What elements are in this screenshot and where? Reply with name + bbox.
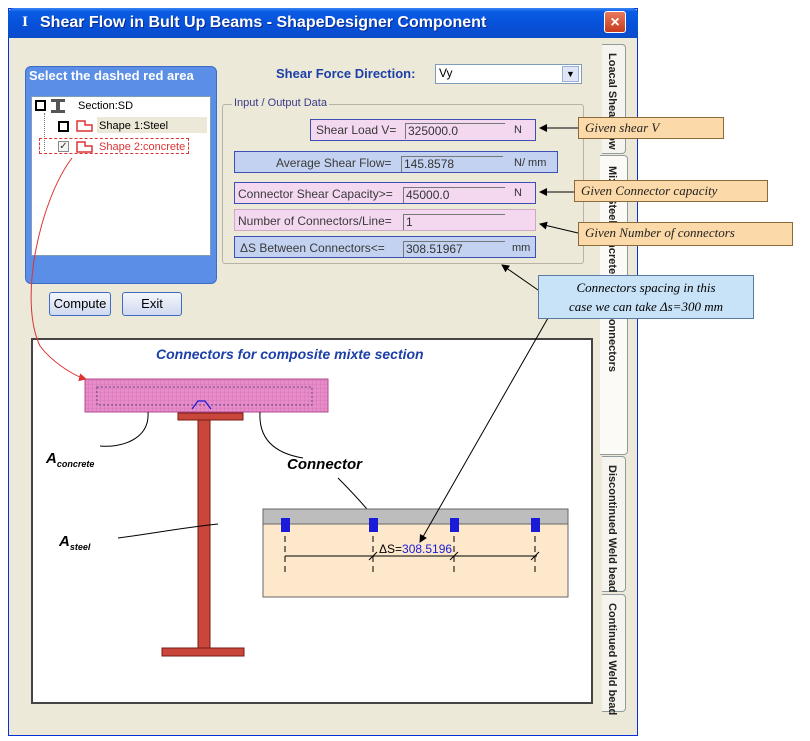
average-shear-flow-unit: N/ mm xyxy=(514,157,547,169)
delta-s-output: 308.51967 xyxy=(403,241,505,257)
tree-root-label: Section:SD xyxy=(78,100,134,112)
a-steel-label: Asteel xyxy=(59,533,91,552)
shear-direction-select[interactable] xyxy=(435,64,582,84)
delta-s-label: ΔS Between Connectors<= xyxy=(240,241,385,255)
delta-s-unit: mm xyxy=(512,242,531,254)
shape-icon xyxy=(76,141,93,153)
shear-load-unit: N xyxy=(514,124,522,136)
average-shear-flow-output: 145.8578 xyxy=(401,156,503,172)
compute-button[interactable]: Compute xyxy=(49,292,111,316)
tree-item-highlight xyxy=(97,117,207,133)
a-concrete-label: Aconcrete xyxy=(46,450,95,469)
average-shear-flow-label: Average Shear Flow= xyxy=(276,156,392,170)
connector-capacity-input[interactable]: 45000.0 xyxy=(403,187,505,203)
select-panel-title: Select the dashed red area xyxy=(29,68,194,83)
connector-stud xyxy=(281,518,290,532)
root-checkbox[interactable] xyxy=(35,100,46,111)
tree-connector-line xyxy=(44,113,46,151)
section-icon xyxy=(51,99,65,113)
connector-icon-slab xyxy=(191,400,212,410)
io-group-legend: Input / Output Data xyxy=(232,97,329,109)
connector-stud xyxy=(369,518,378,532)
note-spacing-line1: Connectors spacing in this xyxy=(576,280,716,295)
concrete-selected-outline xyxy=(96,386,313,406)
shear-direction-label: Shear Force Direction: xyxy=(276,66,416,81)
tree-item-shape1[interactable]: Shape 1:Steel xyxy=(99,120,169,132)
tab-continued-weld-bead[interactable]: Continued Weld bead xyxy=(602,594,626,716)
shear-direction-value: Vy xyxy=(439,66,453,80)
app-icon: I xyxy=(22,14,28,30)
shape1-checkbox[interactable] xyxy=(58,121,69,132)
delta-s-drawing-label: ΔS=308.5196 xyxy=(379,542,453,556)
close-icon: × xyxy=(610,14,620,31)
connector-stud xyxy=(531,518,540,532)
connector-stud xyxy=(450,518,459,532)
drawing-title: Connectors for composite mixte section xyxy=(156,346,424,362)
connector-capacity-unit: N xyxy=(514,187,522,199)
steel-top-flange xyxy=(177,412,244,421)
note-spacing-line2: case we can take Δs=300 mm xyxy=(569,299,723,314)
tab-discontinued-weld-bead-label: Discontinued Weld bead xyxy=(606,465,618,593)
chevron-down-icon[interactable]: ▼ xyxy=(562,66,579,82)
note-connector-spacing: Connectors spacing in this case we can t… xyxy=(538,275,754,319)
tab-discontinued-weld-bead[interactable]: Discontinued Weld bead xyxy=(602,456,626,593)
steel-web xyxy=(197,419,211,649)
connector-label: Connector xyxy=(287,456,362,473)
shear-load-row xyxy=(310,119,536,141)
tab-continued-weld-bead-label: Continued Weld bead xyxy=(606,603,618,716)
note-given-capacity: Given Connector capacity xyxy=(574,180,768,202)
tree-item-shape2[interactable]: Shape 2:concrete xyxy=(99,141,186,153)
steel-bottom-flange xyxy=(161,647,245,657)
shape2-checkbox[interactable]: ✓ xyxy=(58,141,69,152)
note-given-number: Given Number of connectors xyxy=(578,222,793,246)
connectors-per-line-label: Number of Connectors/Line= xyxy=(238,214,392,228)
note-given-shear: Given shear V xyxy=(578,117,724,139)
concrete-slab xyxy=(84,378,329,413)
window-title: Shear Flow in Bult Up Beams - ShapeDesig… xyxy=(40,14,487,31)
shape-icon xyxy=(76,120,93,132)
selection-indicator-curve xyxy=(30,157,87,382)
shear-load-input[interactable]: 325000.0 xyxy=(405,123,505,139)
close-button[interactable]: × xyxy=(604,11,626,33)
tab-mixte-shear-connectors-label: Mixte Steel Concrete Shear Connectors xyxy=(606,166,618,373)
exit-button[interactable]: Exit xyxy=(122,292,182,316)
tree-item-selected-frame xyxy=(39,138,189,154)
title-bar[interactable] xyxy=(8,8,638,38)
shear-load-label: Shear Load V= xyxy=(316,123,397,137)
connectors-per-line-input[interactable]: 1 xyxy=(403,214,505,230)
connector-capacity-label: Connector Shear Capacity>= xyxy=(238,187,393,201)
detail-slab-strip xyxy=(262,508,569,525)
